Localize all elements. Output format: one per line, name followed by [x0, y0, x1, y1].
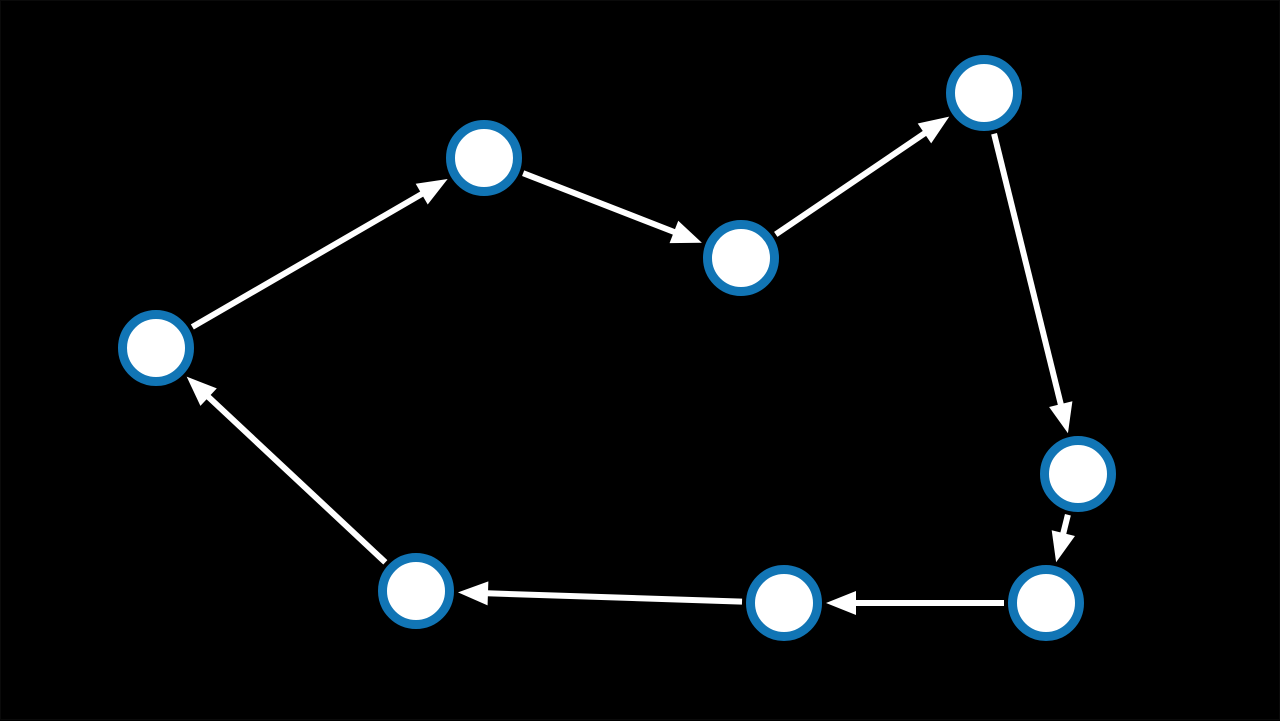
- edge-layer: [186, 116, 1075, 615]
- graph-node[interactable]: [703, 220, 779, 296]
- edge-arrowhead-icon: [457, 581, 489, 606]
- edge-arrowhead-icon: [186, 376, 217, 406]
- graph-node[interactable]: [746, 565, 822, 641]
- edge-shaft: [522, 170, 676, 236]
- graph-edge[interactable]: [826, 591, 1004, 615]
- node-circle-icon: [446, 120, 522, 196]
- edge-shaft: [774, 130, 927, 237]
- node-layer: [118, 55, 1116, 641]
- node-circle-icon: [1040, 436, 1116, 512]
- edge-shaft: [205, 394, 388, 565]
- node-circle-icon: [118, 310, 194, 386]
- graph-node[interactable]: [1040, 436, 1116, 512]
- edge-shaft: [190, 190, 425, 330]
- edge-shaft: [486, 590, 743, 605]
- node-circle-icon: [946, 55, 1022, 131]
- graph-node[interactable]: [446, 120, 522, 196]
- graph-node[interactable]: [118, 310, 194, 386]
- edge-arrowhead-icon: [917, 116, 950, 144]
- graph-node[interactable]: [946, 55, 1022, 131]
- edge-shaft: [991, 133, 1064, 406]
- node-circle-icon: [703, 220, 779, 296]
- node-circle-icon: [1008, 565, 1084, 641]
- graph-edge[interactable]: [991, 133, 1073, 434]
- graph-edge[interactable]: [1051, 514, 1075, 563]
- graph-edge[interactable]: [522, 170, 702, 244]
- edge-shaft: [1060, 514, 1071, 535]
- node-circle-icon: [378, 553, 454, 629]
- edge-arrowhead-icon: [1049, 401, 1073, 434]
- graph-edge[interactable]: [774, 116, 950, 237]
- graph-edge[interactable]: [190, 179, 448, 330]
- graph-node[interactable]: [1008, 565, 1084, 641]
- graph-edge[interactable]: [186, 376, 388, 565]
- edge-arrowhead-icon: [1051, 530, 1075, 563]
- edge-arrowhead-icon: [826, 591, 856, 615]
- graph-edge[interactable]: [457, 581, 743, 606]
- graph-node[interactable]: [378, 553, 454, 629]
- edge-arrowhead-icon: [669, 220, 702, 244]
- node-circle-icon: [746, 565, 822, 641]
- edge-arrowhead-icon: [415, 179, 448, 205]
